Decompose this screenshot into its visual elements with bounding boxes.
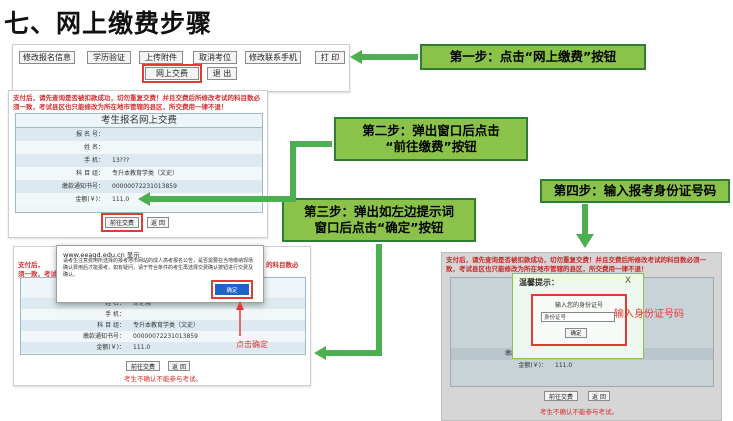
step3-panel: 支付后， 须一致，考试 的科目数必 姓 名：涂伦强 手 机： 科 目 组：专升本… bbox=[13, 245, 311, 386]
step4-callout: 第四步：输入报考身份证号码 bbox=[540, 179, 730, 203]
step4-row: 金额(￥)：111.0 bbox=[451, 360, 713, 372]
id-number-input[interactable]: 身份证号 bbox=[541, 312, 615, 322]
step3-callout-line2: 窗口后点击“确定”按钮 bbox=[314, 220, 444, 235]
close-icon[interactable]: X bbox=[625, 276, 632, 286]
step3-notice-right: 的科目数必 bbox=[266, 261, 299, 269]
step2-form: 考生报名网上交费 报 名 号： 姓 名： 手 机：13??? 科 目 组：专升本… bbox=[15, 113, 263, 213]
back-button[interactable]: 返 回 bbox=[168, 361, 190, 371]
step2-row: 科 目 组：专升本教育学类（文史） bbox=[16, 167, 262, 180]
dialog-site: www.eeagd.edu.cn 显示 bbox=[63, 251, 140, 259]
ok-button-highlight bbox=[211, 280, 253, 299]
arrow-step1-shape bbox=[350, 50, 418, 64]
step1-callout: 第一步：点击“网上缴费”按钮 bbox=[420, 44, 646, 70]
step4-footer: 考生不确认不能参与考试。 bbox=[540, 408, 618, 416]
step4-panel: 支付后，请先查询是否被扣款成功，切勿重复交费！并且交费后所修改考试的科目数必须一… bbox=[441, 252, 722, 421]
id-confirm-button[interactable]: 确定 bbox=[565, 328, 587, 338]
exit-button[interactable]: 退 出 bbox=[207, 67, 237, 80]
step2-callout-line1: 第二步：弹出窗口后点击 bbox=[362, 123, 500, 139]
step4-notice: 支付后，请先查询是否被扣款成功，切勿重复交费！并且交费后所修改考试的科目数必须一… bbox=[446, 256, 706, 273]
step2-form-title: 考生报名网上交费 bbox=[16, 115, 262, 128]
step3-row: 科 目 组：专升本教育学类（文史） bbox=[21, 320, 305, 331]
goto-pay-button[interactable]: 前往交费 bbox=[105, 217, 139, 228]
back-button[interactable]: 返 回 bbox=[147, 217, 169, 228]
print-button[interactable]: 打 印 bbox=[315, 51, 345, 64]
goto-pay-highlight bbox=[101, 213, 143, 232]
goto-pay-button[interactable]: 前往交费 bbox=[544, 391, 578, 401]
step2-notice: 支付后，请先查询是否被扣款成功，切勿重复交费！并且交费后所修改考试的科目数必须一… bbox=[13, 94, 260, 111]
degree-verify-button[interactable]: 学历验证 bbox=[87, 51, 131, 64]
dialog-message: 请考生注意费用所选择的报考地市网站的成人高考报名公告，是否需要在当地缴纳现场确认… bbox=[63, 258, 254, 278]
step2-row: 金额(￥)：111.0 bbox=[16, 193, 262, 206]
dialog-ok-button[interactable]: 确定 bbox=[215, 284, 249, 295]
id-dialog-title: 温馨提示： bbox=[519, 278, 559, 287]
step3-notice-left: 支付后， 须一致，考试 bbox=[18, 261, 57, 278]
arrow-step4-shape bbox=[576, 204, 594, 248]
step1-panel: 修改报名信息 学历验证 上传附件 取消考位 修改联系手机 打 印 网上交费 退 … bbox=[12, 44, 350, 92]
step3-alert-dialog: www.eeagd.edu.cn 显示 请考生注意费用所选择的报考地市网站的成人… bbox=[56, 245, 264, 303]
click-ok-hint: 点击确定 bbox=[236, 340, 268, 349]
pay-button-highlight bbox=[142, 64, 202, 83]
step2-callout-line2: “前往缴费”按钮 bbox=[385, 139, 477, 154]
step2-row: 缴款通知书号：00000072231013859 bbox=[16, 180, 262, 193]
page-heading: 七、网上缴费步骤 bbox=[4, 9, 213, 38]
back-button[interactable]: 返 回 bbox=[588, 391, 610, 401]
step3-callout-line1: 第三步：弹出如左边提示词 bbox=[303, 204, 454, 220]
step3-row: 金额(￥)：111.0 bbox=[21, 342, 305, 353]
step3-row: 手 机： bbox=[21, 309, 305, 320]
step2-row: 姓 名： bbox=[16, 141, 262, 154]
arrow-step3-shape bbox=[314, 244, 382, 360]
step3-row: 姓 名：涂伦强 bbox=[21, 298, 305, 309]
id-dialog: 温馨提示： X 输入您的身份证号 身份证号 确定 bbox=[512, 273, 644, 359]
upload-attachment-button[interactable]: 上传附件 bbox=[139, 51, 183, 64]
step3-callout: 第三步：弹出如左边提示词 窗口后点击“确定”按钮 bbox=[282, 198, 476, 242]
step2-row: 手 机：13??? bbox=[16, 154, 262, 167]
edit-info-button[interactable]: 修改报名信息 bbox=[19, 51, 75, 64]
step3-row: 缴款通知书号：00000072231013859 bbox=[21, 331, 305, 342]
id-side-label: 输入身份证号码 bbox=[614, 309, 684, 320]
step2-panel: 支付后，请先查询是否被扣款成功，切勿重复交费！并且交费后所修改考试的科目数必须一… bbox=[8, 90, 268, 238]
cancel-seat-button[interactable]: 取消考位 bbox=[193, 51, 237, 64]
step3-footer: 考生不确认不能参与考试。 bbox=[124, 375, 202, 383]
edit-phone-button[interactable]: 修改联系手机 bbox=[245, 51, 301, 64]
id-input-box: 输入您的身份证号 身份证号 确定 bbox=[531, 294, 627, 346]
goto-pay-button[interactable]: 前往交费 bbox=[126, 361, 160, 371]
id-prompt: 输入您的身份证号 bbox=[554, 302, 603, 309]
online-pay-button[interactable]: 网上交费 bbox=[145, 67, 199, 80]
step2-row: 报 名 号： bbox=[16, 128, 262, 141]
step2-callout: 第二步：弹出窗口后点击 “前往缴费”按钮 bbox=[334, 117, 528, 161]
